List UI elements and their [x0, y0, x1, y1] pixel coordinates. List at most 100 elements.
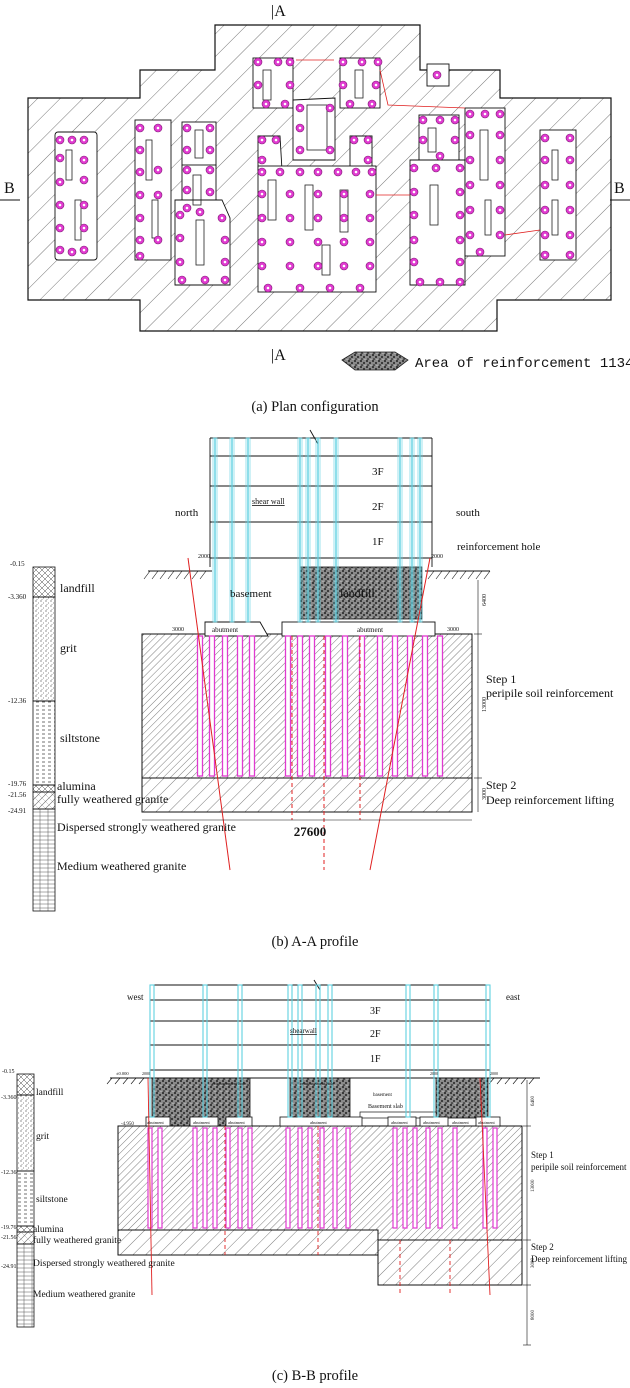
plan-pile-core	[223, 238, 227, 242]
plan-pile-core	[366, 158, 370, 162]
plan-pile-core	[288, 192, 292, 196]
plan-pile-core	[185, 206, 189, 210]
bb-layer-medium: Medium weathered granite	[33, 1290, 135, 1300]
plan-pile-core	[260, 216, 264, 220]
bb-building-pile	[297, 984, 303, 1118]
aa-building-pile-outline	[409, 437, 415, 623]
plan-pile-core	[568, 183, 572, 187]
bb-step2: Step 2	[531, 1242, 554, 1252]
plan-pile-core	[483, 112, 487, 116]
aa-dim-3000-right: 3000	[447, 627, 459, 633]
aa-landfill-block	[299, 566, 423, 620]
aa-soil-pile	[324, 635, 332, 777]
plan-pile-core	[458, 190, 462, 194]
aa-piles	[187, 437, 444, 871]
bb-layer-fully: fully weathered granite	[33, 1235, 121, 1246]
plan-pile-core	[298, 148, 302, 152]
aa-depth-2: -12.36	[8, 697, 27, 705]
aa-depth-3: -19.76	[8, 780, 27, 788]
bb-layer-siltstone: siltstone	[36, 1195, 68, 1205]
aa-building-pile-outline	[245, 437, 251, 623]
plan-pile-core	[498, 112, 502, 116]
aa-soil-pile	[341, 635, 349, 777]
bb-abutment-7: abutment	[478, 1120, 495, 1125]
plan-pile-core	[498, 133, 502, 137]
plan-pile-core	[208, 168, 212, 172]
bb-soil-pile	[392, 1127, 398, 1229]
bb-depth-2: -12.36	[1, 1170, 17, 1176]
plan-pile-core	[468, 112, 472, 116]
plan-pile-core	[478, 250, 482, 254]
plan-pile-core	[412, 213, 416, 217]
aa-layer-fully: fully weathered granite	[57, 792, 168, 806]
bb-layer-grit: grit	[36, 1132, 50, 1142]
plan-pile-core	[468, 183, 472, 187]
aa-building-pile-outline	[212, 437, 218, 623]
bb-red-hole-line	[479, 1077, 491, 1296]
bb-strata-column	[16, 1073, 35, 1328]
aa-floor-3f: 3F	[372, 466, 384, 478]
plan-pile-core	[298, 286, 302, 290]
plan-pile-core	[341, 83, 345, 87]
plan-pile-core	[421, 138, 425, 142]
bb-soil-pile	[402, 1127, 408, 1229]
plan-pile-core	[278, 170, 282, 174]
plan-pile-core	[316, 170, 320, 174]
aa-soil-pile	[284, 635, 292, 777]
bb-dim-13000: 13000	[531, 1179, 536, 1192]
bb-shearwall: shearwall	[290, 1027, 317, 1035]
plan-pile-core	[185, 168, 189, 172]
bb-layer-landfill: landfill	[36, 1087, 64, 1098]
plan-pile-core	[288, 60, 292, 64]
bb-soil-step2	[117, 1229, 379, 1256]
plan-pile-core	[468, 208, 472, 212]
aa-step2: Step 2	[486, 778, 516, 792]
aa-shear-wall: shear wall	[252, 497, 285, 506]
plan-pile-core	[260, 240, 264, 244]
aa-soil-step2	[141, 777, 473, 813]
plan-pile-core	[264, 102, 268, 106]
plan-pile-core	[342, 264, 346, 268]
bb-dim-6400: 6400	[531, 1096, 536, 1107]
plan-pile-core	[568, 136, 572, 140]
bb-level-left: ±0.000	[116, 1071, 129, 1076]
plan-pile-core	[370, 170, 374, 174]
bb-building-pile	[149, 984, 155, 1118]
bb-depth-5: -24.91	[1, 1264, 17, 1270]
aa-soil-pile	[391, 635, 399, 777]
plan-pile-core	[138, 193, 142, 197]
plan-pile-core	[58, 248, 62, 252]
plan-pile-core	[266, 286, 270, 290]
aa-floor-1f: 1F	[372, 536, 384, 548]
aa-step1-desc: peripile soil reinforcement	[486, 686, 614, 700]
plan-pile-core	[412, 260, 416, 264]
plan-pile-core	[370, 102, 374, 106]
bb-dim-3000: 3000	[531, 1258, 536, 1269]
bb-soil-pile	[437, 1127, 443, 1229]
bb-soil-pile	[345, 1127, 351, 1229]
aa-soil-pile	[421, 635, 429, 777]
plan-pile-core	[341, 60, 345, 64]
plan-pile-core	[458, 260, 462, 264]
plan-pile-core	[288, 240, 292, 244]
plan-pile-core	[543, 136, 547, 140]
plan-pile-core	[138, 216, 142, 220]
plan-pile-core	[138, 148, 142, 152]
plan-pile-core	[354, 170, 358, 174]
plan-view: |A |A B B Area of reinforcement 1134.9m2…	[0, 3, 630, 415]
bb-soil-pile	[425, 1127, 431, 1229]
plan-pile-core	[498, 233, 502, 237]
plan-pile-core	[568, 158, 572, 162]
plan-pile-core	[498, 158, 502, 162]
aa-abutment-right: abutment	[357, 626, 383, 634]
plan-marker-right: B	[614, 180, 625, 197]
plan-marker-left: B	[4, 180, 15, 197]
plan-pile-core	[328, 148, 332, 152]
plan-pile-core	[260, 170, 264, 174]
aa-abutment-left: abutment	[212, 626, 238, 634]
plan-pile-core	[543, 253, 547, 257]
aa-dim-13000: 13000	[482, 697, 488, 712]
legend-text: Area of reinforcement 1134.9m2	[415, 353, 630, 372]
aa-layer-landfill: landfill	[60, 581, 95, 595]
